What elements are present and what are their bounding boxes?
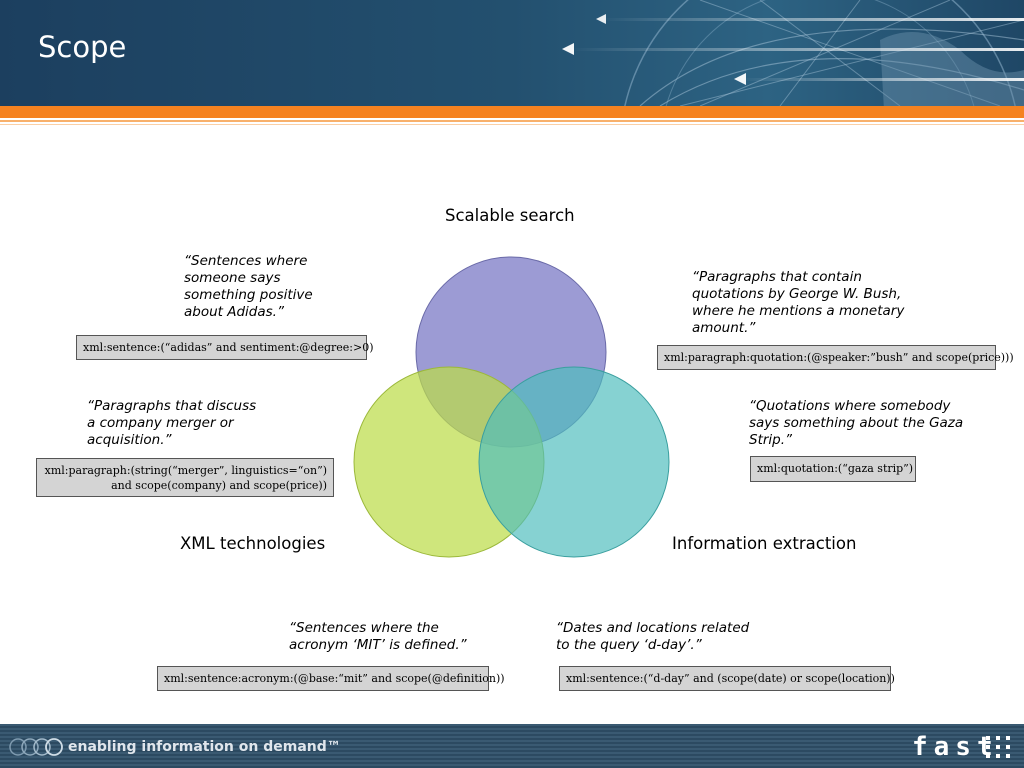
query-box-adidas: xml:sentence:(“adidas” and sentiment:@de… <box>76 335 374 360</box>
query-line: and scope(company) and scope(price)) <box>111 479 327 492</box>
circle-information-extraction <box>478 366 670 558</box>
quote-line: someone says <box>184 270 281 286</box>
quote-line: acronym ‘MIT’ is defined.” <box>289 637 467 653</box>
query-box-dday: xml:sentence:(“d-day” and (scope(date) o… <box>559 666 895 691</box>
label-xml-technologies: XML technologies <box>180 534 326 553</box>
quote-line: “Quotations where somebody <box>749 398 951 414</box>
example-quote-bush: “Paragraphs that contain quotations by G… <box>692 269 904 337</box>
label-information-extraction: Information extraction <box>672 534 857 553</box>
example-quote-gaza: “Quotations where somebody says somethin… <box>749 398 963 449</box>
quote-line: about Adidas.” <box>184 304 284 320</box>
slide-header: Scope <box>0 0 1024 106</box>
quote-line: amount.” <box>692 320 756 336</box>
label-scalable-search: Scalable search <box>445 206 575 225</box>
quote-line: “Paragraphs that discuss <box>87 398 257 414</box>
query-box-mit: xml:sentence:acronym:(@base:“mit” and sc… <box>157 666 505 691</box>
slide-title: Scope <box>38 30 127 64</box>
query-line: xml:sentence:(“d-day” and (scope(date) o… <box>566 672 895 685</box>
example-quote-merger: “Paragraphs that discuss a company merge… <box>87 398 256 449</box>
example-quote-adidas: “Sentences where someone says something … <box>184 253 313 321</box>
quote-line: something positive <box>184 287 313 303</box>
quote-line: where he mentions a monetary <box>692 303 905 319</box>
quote-line: “Sentences where <box>184 253 308 269</box>
quote-line: quotations by George W. Bush, <box>692 286 902 302</box>
quote-line: acquisition.” <box>87 432 172 448</box>
globe-graphic <box>562 0 1024 106</box>
quote-line: “Dates and locations related <box>556 620 750 636</box>
example-quote-dday: “Dates and locations related to the quer… <box>556 620 749 654</box>
quote-line: a company merger or <box>87 415 234 431</box>
footer-tagline: enabling information on demand™ <box>68 739 341 755</box>
query-line: xml:quotation:(“gaza strip”) <box>757 462 914 475</box>
quote-line: Strip.” <box>749 432 793 448</box>
query-box-merger: xml:paragraph:(string(“merger”, linguist… <box>36 458 334 497</box>
header-orange-stripe-faint <box>0 124 1024 125</box>
query-line: xml:paragraph:(string(“merger”, linguist… <box>44 464 327 477</box>
example-quote-mit: “Sentences where the acronym ‘MIT’ is de… <box>289 620 467 654</box>
quote-line: “Paragraphs that contain <box>692 269 862 285</box>
header-orange-stripe-thin <box>0 120 1024 122</box>
query-box-gaza: xml:quotation:(“gaza strip”) <box>750 456 916 482</box>
query-line: xml:paragraph:quotation:(@speaker:”bush”… <box>664 351 1014 364</box>
fast-logo: fast <box>912 732 999 762</box>
header-orange-stripe <box>0 106 1024 118</box>
query-box-bush: xml:paragraph:quotation:(@speaker:”bush”… <box>657 345 1014 370</box>
quote-line: “Sentences where the <box>289 620 439 636</box>
slide-footer: enabling information on demand™ fast <box>0 724 1024 768</box>
dot-grid-icon <box>986 736 1010 758</box>
quote-line: to the query ‘d-day’.” <box>556 637 702 653</box>
query-line: xml:sentence:acronym:(@base:“mit” and sc… <box>164 672 505 685</box>
query-line: xml:sentence:(“adidas” and sentiment:@de… <box>83 341 374 354</box>
rings-logo-icon <box>9 738 63 756</box>
quote-line: says something about the Gaza <box>749 415 964 431</box>
